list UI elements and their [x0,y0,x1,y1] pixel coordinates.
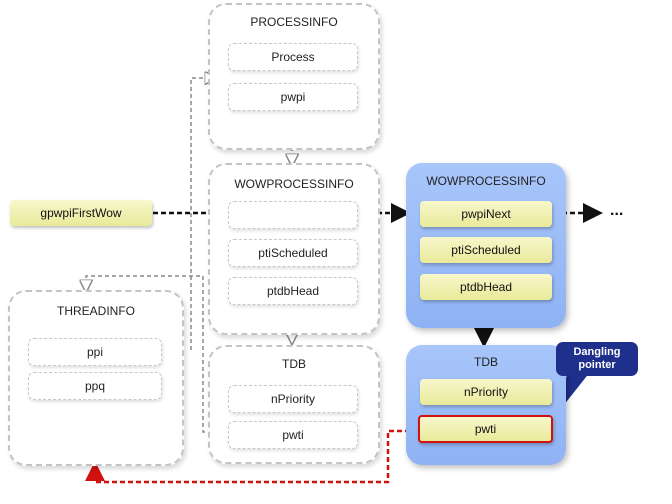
threadinfo-field-ppi: ppi [28,338,162,366]
wowprocessinfo-ghost-struct: WOWPROCESSINFO ptiScheduled ptdbHead [208,163,380,335]
dangling-pointer-callout: Dangling pointer [556,342,638,376]
threadinfo-struct: THREADINFO ppi ppq [8,290,184,466]
tdb-ghost-field-pwti: pwti [228,421,358,449]
tdb-title: TDB [474,355,498,369]
wowprocessinfo-struct: WOWPROCESSINFO pwpiNext ptiScheduled ptd… [406,163,566,328]
tdb-field-npriority: nPriority [420,379,552,405]
gpwpifirstwow-box: gpwpiFirstWow [10,200,152,226]
processinfo-title: PROCESSINFO [250,15,338,29]
tdb-struct: TDB nPriority pwti [406,345,566,465]
callout-line-1: Dangling [573,346,621,358]
tdb-ghost-title: TDB [282,357,306,371]
processinfo-field-pwpi: pwpi [228,83,358,111]
gpwpifirstwow-label: gpwpiFirstWow [40,206,122,220]
wowprocessinfo-ghost-title: WOWPROCESSINFO [234,177,354,191]
threadinfo-field-ppq: ppq [28,372,162,400]
processinfo-field-process: Process [228,43,358,71]
ellipsis: ... [610,202,624,219]
tdb-ghost-field-npriority: nPriority [228,385,358,413]
wowprocessinfo-field-pwpinext: pwpiNext [420,201,552,227]
arrow-ppi-to-processinfo [190,78,215,350]
wowprocessinfo-field-ptischeduled: ptiScheduled [420,237,552,263]
tdb-ghost-struct: TDB nPriority pwti [208,345,380,464]
tdb-field-pwti: pwti [418,415,553,443]
arrow-dangling-pointer [85,429,418,484]
processinfo-struct: PROCESSINFO Process pwpi [208,3,380,150]
wowprocessinfo-title: WOWPROCESSINFO [426,174,546,188]
callout-line-2: pointer [578,359,616,371]
wowprocessinfo-ghost-field-ptdbhead: ptdbHead [228,277,358,305]
wowprocessinfo-ghost-field-ptischeduled: ptiScheduled [228,239,358,267]
threadinfo-title: THREADINFO [57,304,135,318]
wowprocessinfo-field-ptdbhead: ptdbHead [420,274,552,300]
wowprocessinfo-ghost-field-empty [228,201,358,229]
